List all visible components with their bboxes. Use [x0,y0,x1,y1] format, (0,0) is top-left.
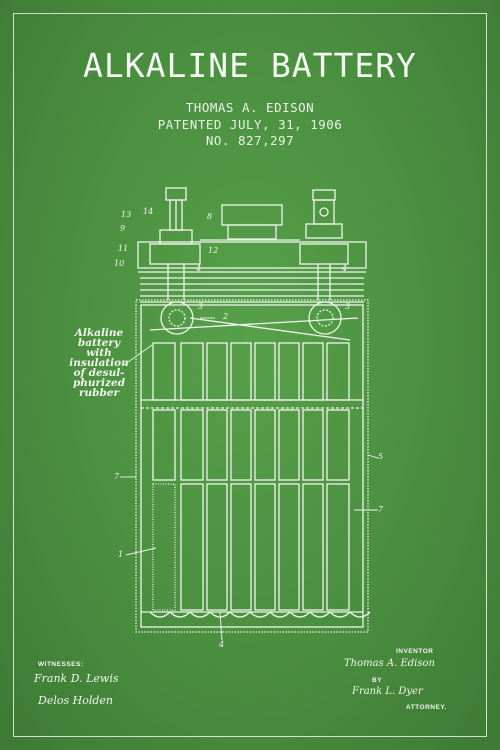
lower-plates [152,483,350,611]
leader-lines [120,317,379,641]
inventor-name: THOMAS A. EDISON [185,100,315,115]
callout-line: insulation [69,357,129,369]
callout-line: of desul- [73,367,125,379]
middle-plates [152,409,350,481]
poster-title: ALKALINE BATTERY [83,46,417,85]
callout-line: Alkaline [74,327,124,339]
center-cap [200,204,300,241]
label-4-bottom: 4 [219,640,225,649]
label-12: 12 [208,246,219,255]
battery-lid [137,241,367,303]
attorney-signature: Frank L. Dyer [352,686,423,697]
left-terminal [149,187,201,300]
label-11: 11 [118,244,129,253]
inventor-heading: INVENTOR [396,648,434,655]
label-7-right: 7 [378,505,384,514]
callout-line: rubber [78,387,120,399]
label-4-left: 4 [196,264,202,273]
label-13: 13 [121,210,132,219]
label-5: 5 [378,452,384,461]
label-2: 2 [223,312,229,321]
battery-can [135,299,371,633]
label-14: 14 [143,207,154,216]
label-3-right: 3 [345,302,351,311]
witnesses-heading: WITNESSES: [38,661,84,668]
inventor-signature: Thomas A. Edison [344,658,435,669]
patent-date: PATENTED JULY, 31, 1906 [157,117,343,132]
battery-callout: Alkaline battery with insulation of desu… [60,327,138,399]
callout-line: with [86,347,112,359]
witness-signature-2: Delos Holden [38,694,113,707]
label-3-left: 3 [198,302,204,311]
patent-number: NO. 827,297 [205,133,295,148]
label-1: 1 [118,550,124,559]
callout-line: phurized [72,377,126,389]
right-terminal [299,189,349,300]
attorney-label: ATTORNEY. [406,704,447,711]
upper-plates [152,342,350,401]
poster-border [13,13,487,737]
label-10: 10 [114,259,125,268]
label-9: 9 [120,224,126,233]
connector-bar [149,301,359,341]
witness-signature-1: Frank D. Lewis [34,672,119,685]
callout-line: battery [77,337,121,349]
by-label: BY [372,677,383,684]
label-4-right: 4 [342,264,348,273]
label-8: 8 [207,212,213,221]
label-7-left: 7 [114,472,120,481]
